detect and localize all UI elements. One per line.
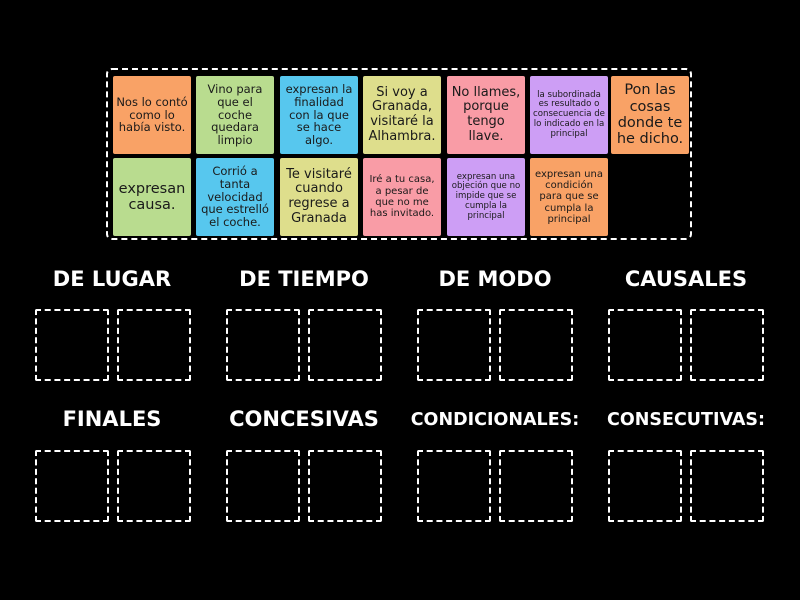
- card-6[interactable]: la subordinada es resultado o consecuenc…: [530, 76, 608, 154]
- card-11[interactable]: Iré a tu casa, a pesar de que no me has …: [363, 158, 441, 236]
- card-13[interactable]: expresan una condición para que se cumpl…: [530, 158, 608, 236]
- category-title-de-modo: DE MODO: [438, 267, 552, 291]
- category-title-causales: CAUSALES: [624, 267, 748, 291]
- drop-slot[interactable]: [499, 450, 573, 522]
- card-1[interactable]: Nos lo contó como lo había visto.: [113, 76, 191, 154]
- drop-slot[interactable]: [690, 309, 764, 381]
- drop-slot[interactable]: [417, 450, 491, 522]
- drop-slot[interactable]: [226, 309, 300, 381]
- card-8[interactable]: expresan causa.: [113, 158, 191, 236]
- drop-slot[interactable]: [417, 309, 491, 381]
- card-7[interactable]: Pon las cosas donde te he dicho.: [611, 76, 689, 154]
- drop-slot[interactable]: [35, 450, 109, 522]
- card-bank: Nos lo contó como lo había visto. Vino p…: [106, 68, 692, 240]
- card-5[interactable]: No llames, porque tengo llave.: [447, 76, 525, 154]
- card-10[interactable]: Te visitaré cuando regrese a Granada: [280, 158, 358, 236]
- category-title-concesivas: CONCESIVAS: [229, 407, 379, 431]
- drop-slot[interactable]: [499, 309, 573, 381]
- category-title-consecutivas: CONSECUTIVAS:: [607, 410, 765, 430]
- drop-slot[interactable]: [608, 450, 682, 522]
- card-2[interactable]: Vino para que el coche quedara limpio: [196, 76, 274, 154]
- drop-slot[interactable]: [308, 309, 382, 381]
- drop-slot[interactable]: [226, 450, 300, 522]
- card-3[interactable]: expresan la finalidad con la que se hace…: [280, 76, 358, 154]
- drop-slot[interactable]: [308, 450, 382, 522]
- drop-slot[interactable]: [608, 309, 682, 381]
- card-9[interactable]: Corrió a tanta velocidad que estrelló el…: [196, 158, 274, 236]
- drop-slot[interactable]: [690, 450, 764, 522]
- category-title-condicionales: CONDICIONALES:: [410, 410, 580, 430]
- drop-slot[interactable]: [35, 309, 109, 381]
- category-title-de-tiempo: DE TIEMPO: [239, 267, 369, 291]
- card-4[interactable]: Si voy a Granada, visitaré la Alhambra.: [363, 76, 441, 154]
- category-title-finales: FINALES: [62, 407, 162, 431]
- category-title-de-lugar: DE LUGAR: [52, 267, 172, 291]
- drop-slot[interactable]: [117, 309, 191, 381]
- drop-slot[interactable]: [117, 450, 191, 522]
- card-12[interactable]: expresan una objeción que no impide que …: [447, 158, 525, 236]
